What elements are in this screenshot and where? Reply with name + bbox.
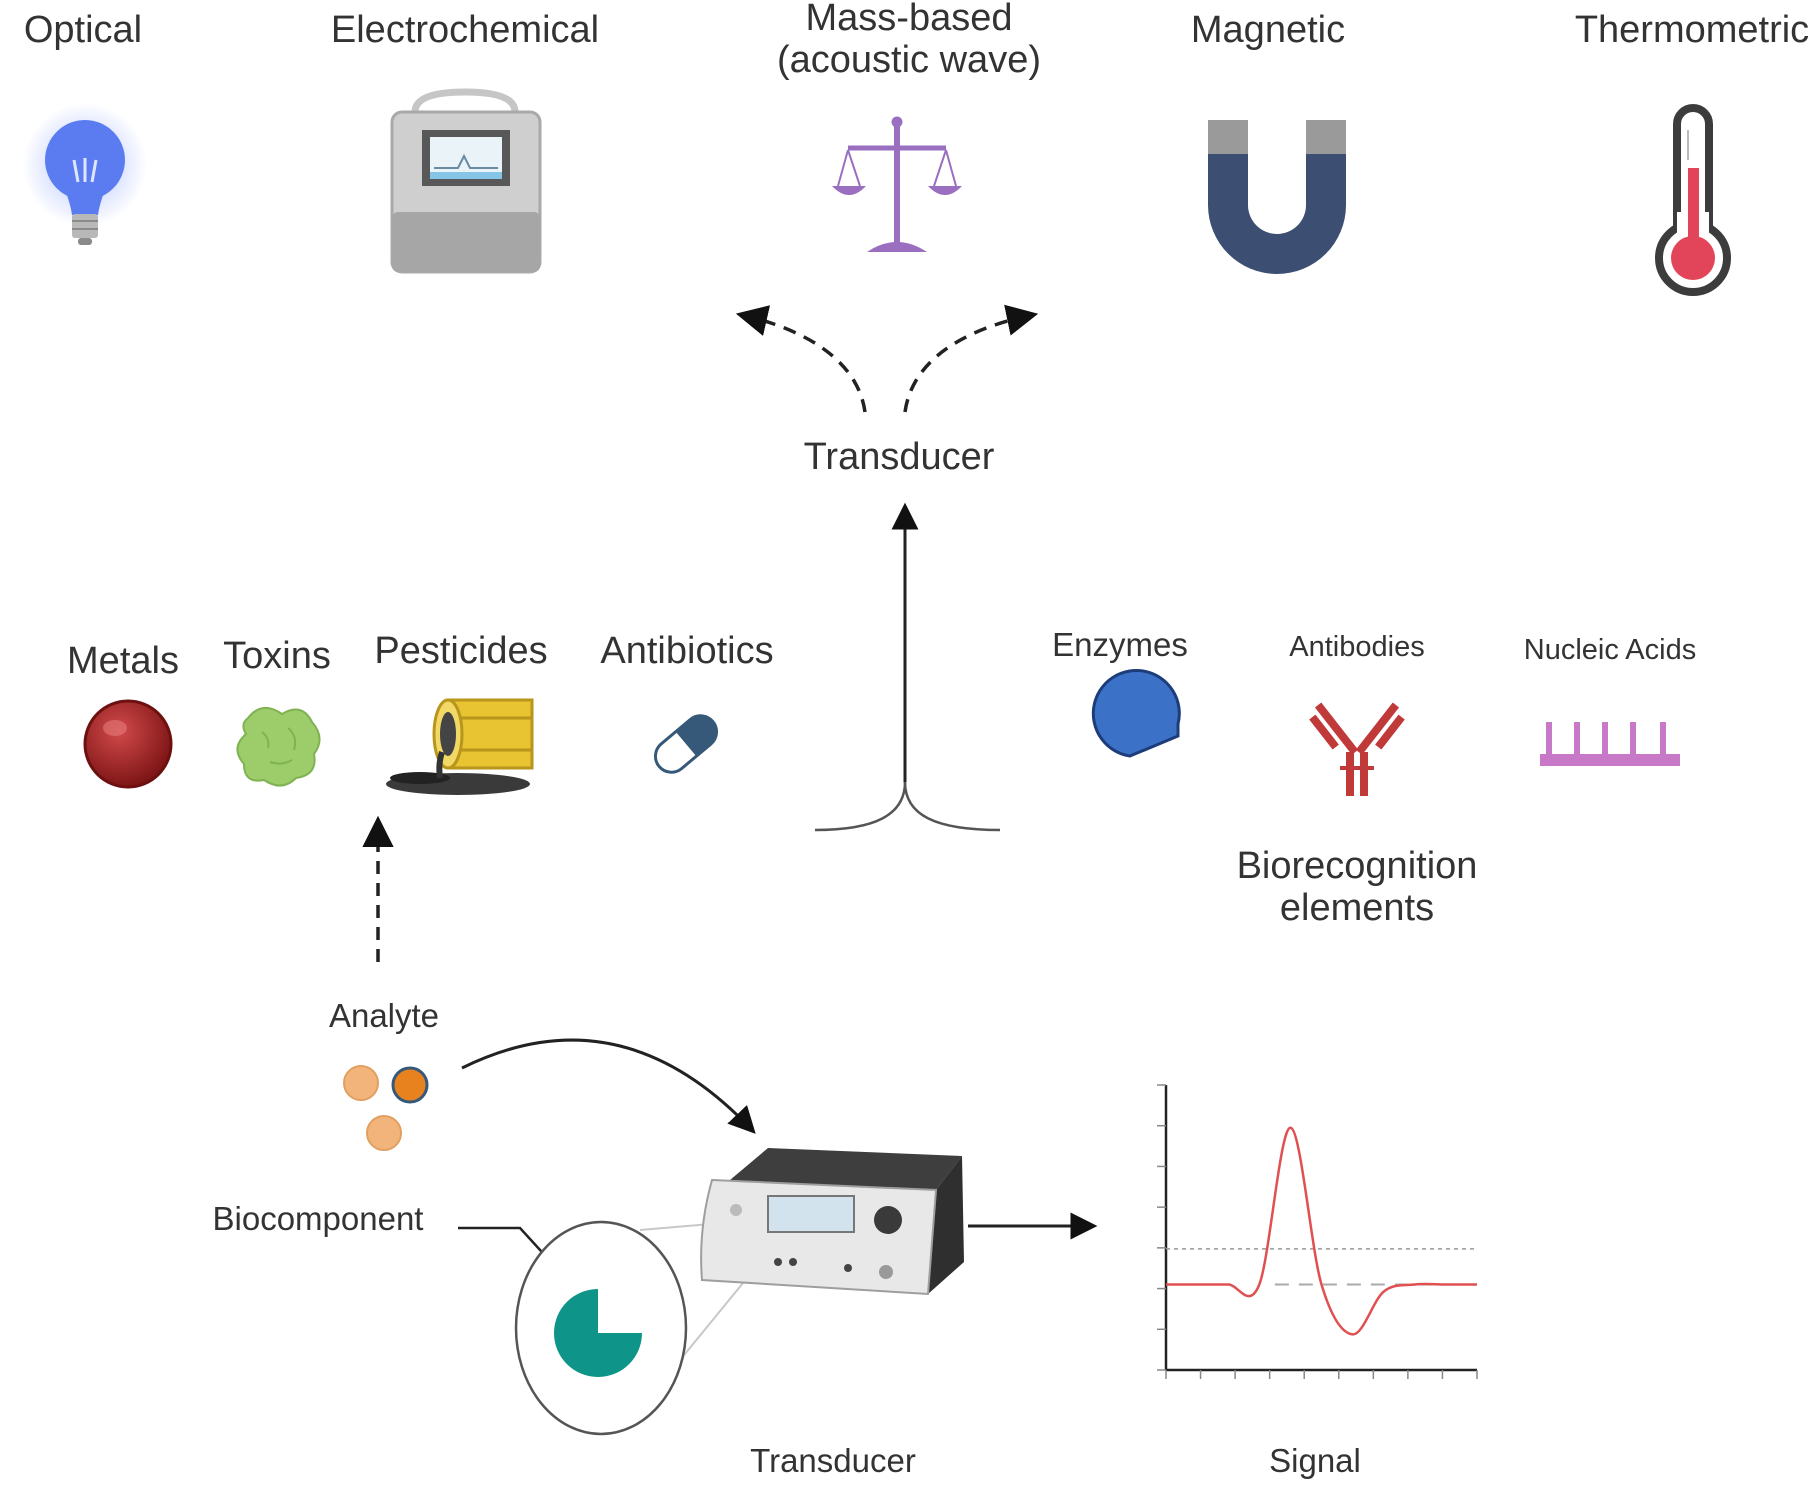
label-acoustic-wave: (acoustic wave) — [777, 39, 1041, 81]
biocomponent-zoom-circle — [514, 1220, 688, 1436]
balance-scale-icon — [832, 116, 962, 252]
branch-split-left — [814, 781, 907, 832]
label-transducer-bottom: Transducer — [750, 1442, 916, 1479]
label-magnetic: Magnetic — [1191, 9, 1345, 51]
label-biorecognition: Biorecognition — [1237, 845, 1478, 887]
nucleic-acid-icon — [1540, 722, 1680, 766]
analyte-particles-icon — [343, 1065, 429, 1151]
label-enzymes: Enzymes — [1052, 626, 1188, 663]
label-transducer-center: Transducer — [804, 436, 995, 478]
toxin-blob-icon — [236, 707, 321, 787]
label-antibodies: Antibodies — [1289, 631, 1424, 663]
label-antibiotics: Antibiotics — [600, 630, 773, 672]
enzyme-icon — [1091, 669, 1181, 758]
electrochemical-instrument-icon — [390, 88, 542, 274]
label-electrochemical: Electrochemical — [331, 9, 599, 51]
antibody-icon — [1309, 702, 1405, 796]
label-optical: Optical — [24, 9, 142, 51]
thermometer-icon — [1655, 104, 1731, 296]
metal-sphere-icon — [83, 699, 173, 789]
label-metals: Metals — [67, 640, 179, 682]
label-elements: elements — [1280, 887, 1434, 929]
oil-barrel-spill-icon — [386, 698, 534, 795]
magnet-icon — [1208, 120, 1346, 274]
label-biocomponent: Biocomponent — [213, 1200, 424, 1237]
label-pesticides: Pesticides — [374, 630, 547, 672]
label-analyte: Analyte — [329, 997, 439, 1034]
signal-series-line — [1166, 1126, 1477, 1336]
dashed-arrow-left — [735, 305, 867, 413]
label-toxins: Toxins — [223, 635, 331, 677]
transducer-device-icon — [700, 1148, 964, 1296]
label-mass-based: Mass-based — [806, 0, 1013, 39]
signal-chart — [1157, 1084, 1478, 1379]
label-nucleic-acids: Nucleic Acids — [1524, 634, 1696, 666]
label-signal: Signal — [1269, 1442, 1361, 1479]
analyte-to-transducer-arrow — [461, 1038, 756, 1134]
label-thermometric: Thermometric — [1575, 9, 1809, 51]
pill-capsule-icon — [653, 714, 719, 774]
branch-split-right — [903, 781, 1001, 832]
light-bulb-icon — [23, 103, 147, 245]
dashed-arrow-right — [903, 304, 1039, 413]
